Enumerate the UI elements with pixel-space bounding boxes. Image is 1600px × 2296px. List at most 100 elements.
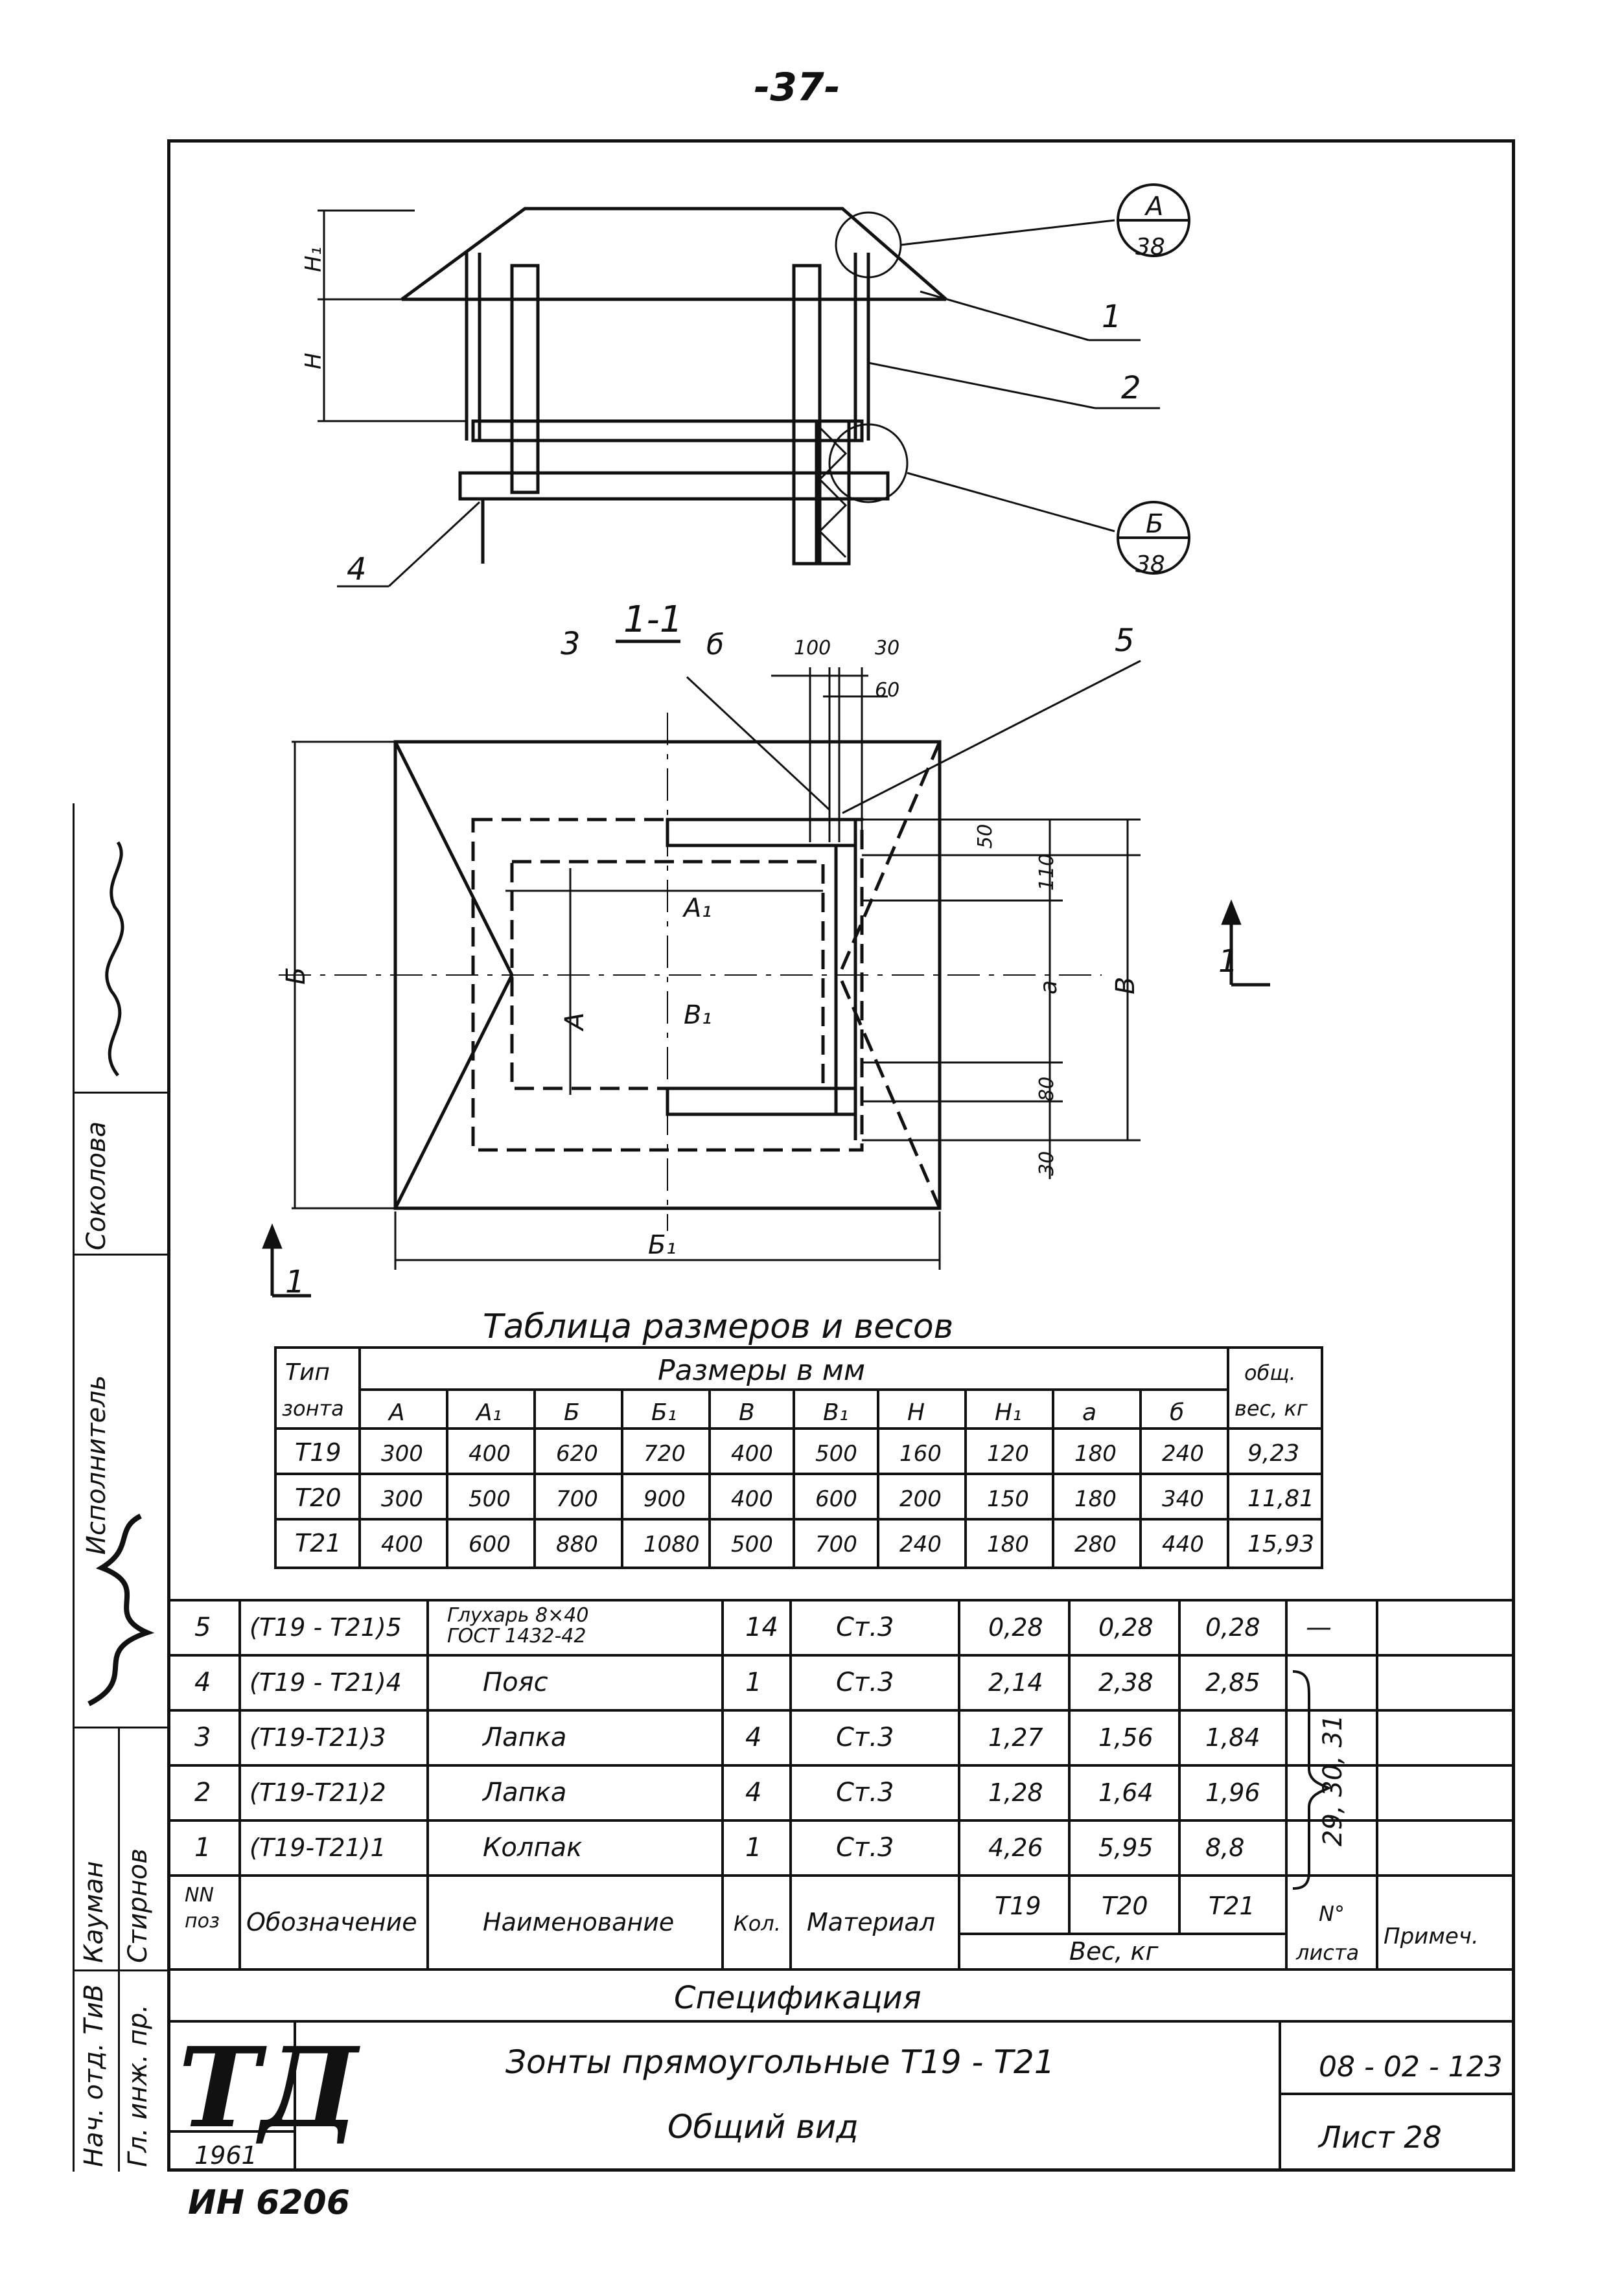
spec-title: Спецификация bbox=[674, 1980, 922, 2016]
spec-pos: 4 bbox=[194, 1668, 211, 1697]
type-header-2: зонта bbox=[282, 1396, 344, 1421]
spec-weight-t21: 0,28 bbox=[1205, 1613, 1260, 1642]
size-row-weight: 15,93 bbox=[1247, 1531, 1314, 1557]
dim-60: 60 bbox=[875, 679, 899, 702]
signature-2 bbox=[87, 1513, 155, 1706]
dim-80: 80 bbox=[1036, 1077, 1058, 1101]
size-cell: 180 bbox=[1074, 1441, 1117, 1467]
size-cell: 240 bbox=[1162, 1441, 1204, 1467]
spec-qty: 4 bbox=[745, 1778, 761, 1808]
size-cell: 900 bbox=[643, 1486, 686, 1512]
tb-doc-number: 08 - 02 - 123 bbox=[1319, 2050, 1503, 2084]
leader-4: 4 bbox=[347, 551, 367, 588]
spec-qty: 4 bbox=[745, 1723, 761, 1752]
spec-weight-t19: 1,28 bbox=[988, 1778, 1043, 1807]
size-cell: 700 bbox=[815, 1532, 857, 1557]
spec-weight-t21: 1,96 bbox=[1205, 1778, 1260, 1807]
size-table-title: Таблица размеров и весов bbox=[483, 1307, 953, 1346]
size-cell: 1080 bbox=[643, 1532, 700, 1557]
hdr-weight: Вес, кг bbox=[1069, 1937, 1159, 1966]
weight-header-1: общ. bbox=[1244, 1360, 1296, 1385]
spec-name: Лапка bbox=[481, 1723, 566, 1752]
size-row-type: Т21 bbox=[295, 1529, 342, 1557]
hdr-sheet-2: листа bbox=[1295, 1940, 1359, 1965]
spec-material: Ст.3 bbox=[836, 1613, 894, 1642]
spec-weight-t19: 0,28 bbox=[988, 1613, 1043, 1642]
size-cell: 500 bbox=[815, 1441, 857, 1467]
callout-a-letter: А bbox=[1144, 192, 1163, 222]
size-row-type: Т19 bbox=[295, 1438, 342, 1467]
size-cell: 600 bbox=[815, 1486, 857, 1512]
hdr-name: Наименование bbox=[483, 1908, 674, 1936]
spec-weight-t20: 0,28 bbox=[1098, 1613, 1154, 1642]
spec-material: Ст.3 bbox=[836, 1833, 894, 1863]
section-view bbox=[318, 183, 1190, 643]
size-col-header-0: А bbox=[388, 1399, 405, 1426]
size-cell: 620 bbox=[556, 1441, 598, 1467]
size-cell: 200 bbox=[899, 1486, 942, 1512]
signature-1 bbox=[105, 841, 124, 1077]
hdr-t21: Т21 bbox=[1209, 1892, 1255, 1920]
dim-h1: H₁ bbox=[301, 247, 327, 272]
sheets-brace-text: 29, 30, 31 bbox=[1318, 1714, 1348, 1846]
spec-weight-t19: 2,14 bbox=[988, 1668, 1043, 1697]
spec-name-gost: ГОСТ 1432-42 bbox=[447, 1625, 586, 1647]
spec-designation: (Т19-Т21)3 bbox=[249, 1723, 386, 1752]
hdr-t20: Т20 bbox=[1102, 1892, 1148, 1920]
spec-qty: 1 bbox=[745, 1833, 761, 1863]
spec-pos: 3 bbox=[194, 1723, 211, 1752]
size-cell: 300 bbox=[381, 1441, 423, 1467]
dim-V: В bbox=[1111, 977, 1141, 994]
size-col-header-4: В bbox=[739, 1399, 755, 1426]
size-col-header-2: Б bbox=[564, 1399, 580, 1426]
size-cell: 500 bbox=[731, 1532, 773, 1557]
sizes-header: Размеры в мм bbox=[658, 1354, 865, 1387]
drawing-frame bbox=[167, 139, 1515, 2172]
spec-weight-t19: 4,26 bbox=[988, 1833, 1043, 1862]
hdr-sheet-1: N° bbox=[1319, 1901, 1345, 1926]
size-col-header-6: Н bbox=[907, 1399, 925, 1426]
spec-qty: 1 bbox=[745, 1668, 761, 1697]
spec-name: Пояс bbox=[483, 1668, 548, 1697]
size-cell: 340 bbox=[1162, 1486, 1204, 1512]
callout-a-sheet: 38 bbox=[1135, 234, 1165, 260]
dim-30: 30 bbox=[1036, 1151, 1058, 1176]
spec-weight-t21: 8,8 bbox=[1205, 1833, 1244, 1862]
weight-header-2: вес, кг bbox=[1235, 1396, 1308, 1421]
spec-weight-t20: 1,56 bbox=[1098, 1723, 1154, 1752]
tb-title-2: Общий вид bbox=[667, 2108, 859, 2146]
spec-weight-t21: 2,85 bbox=[1205, 1668, 1260, 1697]
dim-b-small: б bbox=[706, 628, 724, 661]
size-cell: 240 bbox=[899, 1532, 942, 1557]
leader-1: 1 bbox=[1102, 299, 1122, 335]
tb-year: 1961 bbox=[194, 2141, 257, 2170]
spec-weight-t20: 1,64 bbox=[1098, 1778, 1154, 1807]
spec-name: Колпак bbox=[483, 1833, 582, 1863]
size-col-header-1: А₁ bbox=[475, 1399, 502, 1426]
size-row-type: Т20 bbox=[295, 1484, 342, 1512]
size-col-header-8: а bbox=[1082, 1399, 1096, 1426]
dim-V1: В₁ bbox=[684, 1000, 712, 1030]
leader-2: 2 bbox=[1121, 370, 1141, 406]
size-cell: 700 bbox=[556, 1486, 598, 1512]
callout-b-sheet: 38 bbox=[1135, 551, 1165, 578]
size-col-header-5: В₁ bbox=[823, 1399, 848, 1426]
spec-weight-t21: 1,84 bbox=[1205, 1723, 1260, 1752]
section-label: 1-1 bbox=[623, 599, 682, 641]
spec-weight-t20: 5,95 bbox=[1098, 1833, 1154, 1862]
dim-B: Б bbox=[281, 967, 311, 985]
hdr-note: Примеч. bbox=[1384, 1923, 1479, 1949]
dim-a: а bbox=[1036, 980, 1062, 994]
tb-logo: ТД bbox=[178, 2023, 361, 2153]
dim-h: H bbox=[301, 352, 327, 369]
spec-material: Ст.3 bbox=[836, 1668, 894, 1697]
spec-weight-t20: 2,38 bbox=[1098, 1668, 1154, 1697]
tb-sheet: Лист 28 bbox=[1317, 2120, 1442, 2155]
dim-110: 110 bbox=[1036, 854, 1058, 891]
spec-weight-t19: 1,27 bbox=[988, 1723, 1043, 1752]
hdr-material: Материал bbox=[807, 1908, 935, 1936]
size-cell: 880 bbox=[556, 1532, 598, 1557]
size-cell: 400 bbox=[469, 1441, 511, 1467]
